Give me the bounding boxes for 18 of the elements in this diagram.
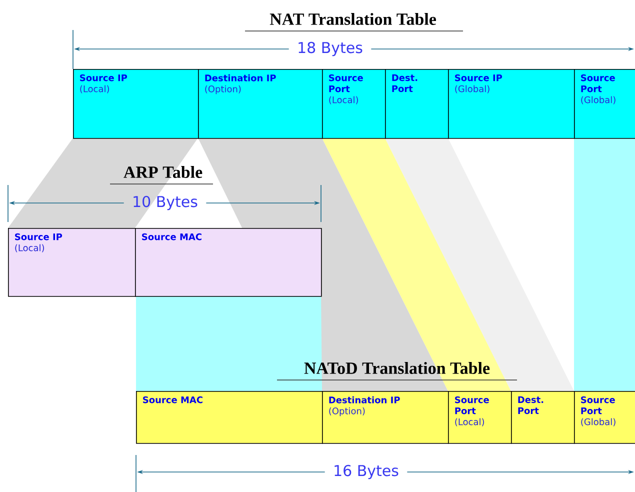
table-cell: Source IP (Local) xyxy=(73,69,199,139)
dimension-label: 10 Bytes xyxy=(134,196,198,210)
table-cell: Destination IP (Option) xyxy=(322,391,449,444)
table-cell: Source Port (Global) xyxy=(574,69,635,139)
dimension-label: 16 Bytes xyxy=(334,464,398,480)
table-title: NAToD Translation Table xyxy=(276,362,518,380)
table-cell: Source Port (Global) xyxy=(574,391,635,444)
table-cell: Destination IP (Option) xyxy=(198,69,323,139)
dimension-label: 18 Bytes xyxy=(298,42,362,56)
table-cell: Source Port (Local) xyxy=(322,69,386,139)
table-title: NAT Translation Table xyxy=(244,13,464,32)
table-cell: Dest. Port xyxy=(385,69,449,139)
table-cell: Source MAC xyxy=(135,228,322,297)
table-cell: Source MAC xyxy=(136,391,323,444)
table-cell: Source Port (Local) xyxy=(448,391,512,444)
table-cell: Dest. Port xyxy=(511,391,575,444)
table-cell: Source IP (Local) xyxy=(8,228,136,297)
table-title: ARP Table xyxy=(110,166,214,184)
